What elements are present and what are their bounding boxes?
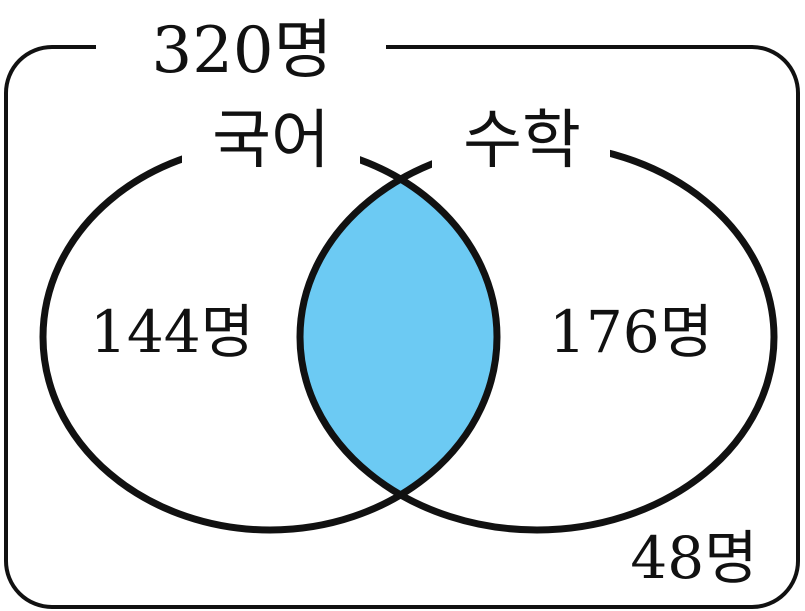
region-label-math-total: 176명: [549, 298, 713, 366]
korean-label-gap: [182, 100, 360, 172]
region-label-korean-total: 144명: [90, 298, 254, 366]
math-label-gap: [432, 100, 610, 172]
region-label-neither: 48명: [630, 524, 757, 592]
universe-label-gap: [96, 20, 386, 78]
set-label-math: 수학: [463, 104, 581, 178]
universe-label: 320명: [151, 14, 332, 88]
set-label-korean: 국어: [212, 104, 330, 178]
intersection-region: [300, 144, 497, 530]
universe-box: [4, 45, 800, 609]
